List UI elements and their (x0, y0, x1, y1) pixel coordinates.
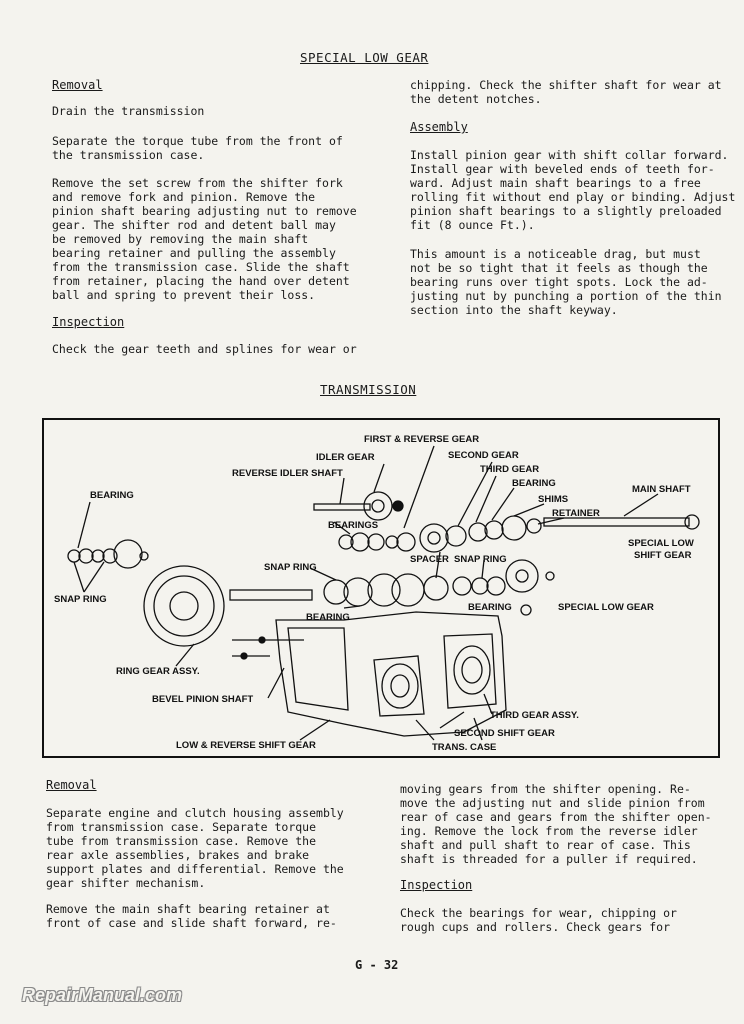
label-snap-ring-upper: SNAP RING (454, 554, 507, 565)
label-bevel-pinion-shaft: BEVEL PINION SHAFT (152, 694, 253, 705)
label-third-gear: THIRD GEAR (480, 464, 539, 475)
inspection-heading: Inspection (52, 315, 125, 329)
paragraph-install-pinion: Install pinion gear with shift collar fo… (410, 148, 736, 232)
retainer-shape (501, 515, 527, 541)
first-reverse-gear-shape (419, 523, 449, 553)
label-special-low-gear: SPECIAL LOW GEAR (558, 602, 654, 613)
label-second-gear: SECOND GEAR (448, 450, 519, 461)
idler-gear-shape (363, 491, 393, 521)
label-special-low-shift-gear-1: SPECIAL LOW (628, 538, 694, 549)
paragraph-moving-gears: moving gears from the shifter opening. R… (400, 782, 712, 866)
label-retainer: RETAINER (552, 508, 600, 519)
label-second-shift-gear: SECOND SHIFT GEAR (454, 728, 555, 739)
label-snap-ring-left: SNAP RING (54, 594, 107, 605)
paragraph-drain: Drain the transmission (52, 104, 205, 118)
label-trans-case: TRANS. CASE (432, 742, 496, 753)
label-bearing-right: BEARING (468, 602, 512, 613)
label-shims: SHIMS (538, 494, 568, 505)
label-bearing-left: BEARING (90, 490, 134, 501)
left-bearing-gear-shape (113, 539, 143, 569)
paragraph-remove-set-screw: Remove the set screw from the shifter fo… (52, 176, 357, 302)
page-number: G - 32 (355, 958, 399, 972)
lower-inspection-heading: Inspection (400, 878, 473, 892)
label-first-reverse-gear: FIRST & REVERSE GEAR (364, 434, 479, 445)
idler-shaft-shape (313, 503, 371, 511)
paragraph-check-bearings: Check the bearings for wear, chipping or… (400, 906, 677, 934)
label-ring-gear-assy: RING GEAR ASSY. (116, 666, 200, 677)
shaft-end-shape (684, 514, 700, 530)
paragraph-remove-main-shaft-retainer: Remove the main shaft bearing retainer a… (46, 902, 337, 930)
bevel-pinion-shaft-shape (229, 589, 313, 601)
main-shaft-shape (543, 517, 690, 527)
label-main-shaft: MAIN SHAFT (632, 484, 691, 495)
transmission-exploded-view: FIRST & REVERSE GEAR IDLER GEAR SECOND G… (54, 434, 700, 753)
paragraph-separate-engine: Separate engine and clutch housing assem… (46, 806, 344, 890)
label-bearing-mid: BEARING (306, 612, 350, 623)
diagram-title: TRANSMISSION (320, 382, 417, 397)
label-special-low-shift-gear-2: SHIFT GEAR (634, 550, 692, 561)
paragraph-chipping: chipping. Check the shifter shaft for we… (410, 78, 722, 106)
transmission-case-shape (275, 611, 507, 737)
paragraph-separate-torque-tube: Separate the torque tube from the front … (52, 134, 343, 162)
special-low-gear-shape (505, 559, 539, 593)
label-snap-ring-mid: SNAP RING (264, 562, 317, 573)
paragraph-check-gear-teeth: Check the gear teeth and splines for wea… (52, 342, 357, 356)
label-reverse-idler-shaft: REVERSE IDLER SHAFT (232, 468, 343, 479)
label-spacer: SPACER (410, 554, 449, 565)
assembly-heading: Assembly (410, 120, 468, 134)
paragraph-noticeable-drag: This amount is a noticeable drag, but mu… (410, 247, 722, 317)
removal-heading: Removal (52, 78, 103, 92)
label-idler-gear: IDLER GEAR (316, 452, 375, 463)
watermark-logo: RepairManual.com (22, 985, 183, 1005)
transmission-diagram: FIRST & REVERSE GEAR IDLER GEAR SECOND G… (42, 418, 720, 758)
label-low-reverse-shift-gear: LOW & REVERSE SHIFT GEAR (176, 740, 316, 751)
label-bearings: BEARINGS (328, 520, 378, 531)
page-title: SPECIAL LOW GEAR (300, 50, 429, 65)
lower-removal-heading: Removal (46, 778, 97, 792)
label-third-gear-assy: THIRD GEAR ASSY. (490, 710, 579, 721)
label-bearing-upper: BEARING (512, 478, 556, 489)
ring-gear-shape (143, 565, 225, 647)
